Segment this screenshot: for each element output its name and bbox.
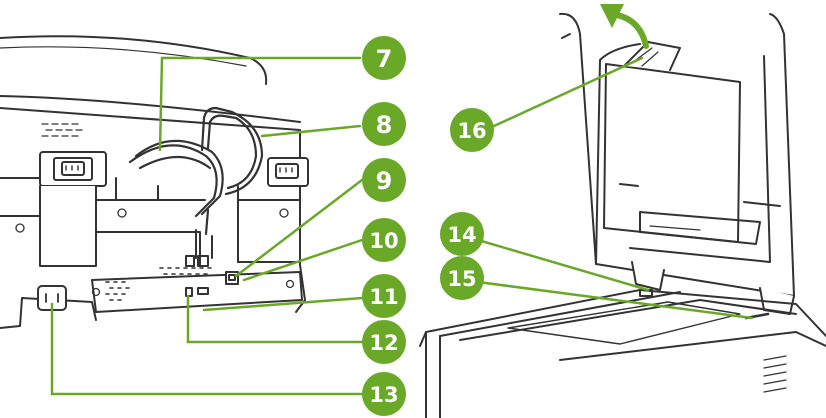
svg-text:8: 8 [376, 111, 393, 139]
callout-10: 10 [362, 218, 406, 262]
scanner-open-lid [419, 12, 826, 418]
svg-text:16: 16 [457, 119, 486, 143]
svg-text:14: 14 [447, 223, 476, 247]
svg-text:9: 9 [376, 167, 393, 195]
callout-13: 13 [362, 372, 406, 416]
center-vent-grille [159, 267, 212, 275]
callout-12: 12 [362, 320, 406, 364]
callout-7: 7 [362, 36, 406, 80]
svg-text:15: 15 [447, 267, 476, 291]
device-rear-panel [0, 35, 309, 329]
callout-15: 15 [440, 256, 484, 300]
svg-text:10: 10 [369, 229, 398, 253]
callout-badges: 7 8 9 10 11 12 13 14 [362, 36, 494, 416]
svg-text:7: 7 [376, 45, 393, 73]
callout-leader-lines [50, 56, 754, 396]
callout-8: 8 [362, 102, 406, 146]
side-vent-grille [763, 355, 787, 393]
bottom-vent-grille [105, 281, 130, 301]
top-vent-grille [41, 123, 83, 137]
cable-harness [128, 106, 264, 236]
network-port-icon [225, 271, 239, 285]
callout-16: 16 [450, 108, 494, 152]
svg-text:11: 11 [369, 285, 398, 309]
callout-14: 14 [440, 212, 484, 256]
callout-11: 11 [362, 274, 406, 318]
svg-text:13: 13 [369, 383, 398, 407]
open-lid-arrow-icon [600, 4, 649, 49]
svg-text:12: 12 [369, 331, 398, 355]
callout-9: 9 [362, 158, 406, 202]
